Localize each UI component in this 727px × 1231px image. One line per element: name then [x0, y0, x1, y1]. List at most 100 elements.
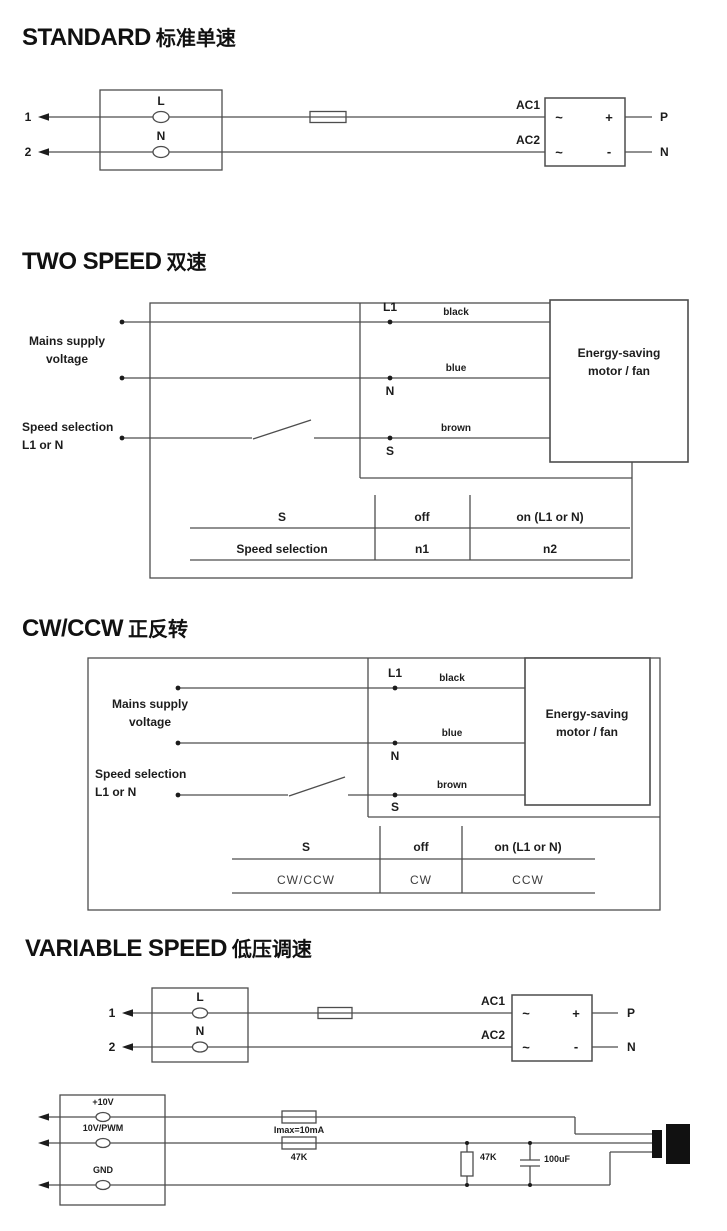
terminal-l-label: L	[196, 990, 203, 1004]
terminal-n-label: N	[391, 749, 400, 763]
sine-symbol-1: ~	[555, 110, 563, 125]
standard-heading: STANDARD 标准单速	[22, 22, 236, 52]
output-n-label: N	[660, 145, 669, 159]
line-1-label: 1	[25, 110, 32, 124]
sine-symbol-2: ~	[555, 145, 563, 160]
plus-symbol: +	[572, 1006, 580, 1021]
variable-speed-control-wiring	[38, 1094, 690, 1206]
table-cell-cwccw: CW/CCW	[277, 873, 335, 887]
table-cell-cw: CW	[410, 873, 432, 887]
terminal-gnd-ellipse	[95, 1179, 111, 1191]
two-speed-wiring	[119, 299, 689, 579]
wire-blue-label: blue	[446, 363, 467, 374]
table-header-s: S	[278, 510, 286, 524]
terminal-10v-ellipse	[95, 1111, 111, 1123]
motor-box	[549, 299, 689, 463]
fuse-symbol	[309, 110, 347, 124]
arrow-left-2	[122, 1043, 133, 1051]
motor-label-line2: motor / fan	[588, 364, 650, 378]
terminal-gnd-label: GND	[93, 1165, 114, 1175]
variable-speed-heading: VARIABLE SPEED 低压调速	[25, 933, 312, 963]
terminal-s-label: S	[386, 444, 394, 458]
terminal-l-ellipse	[152, 110, 170, 124]
wire-black-label: black	[443, 307, 469, 318]
terminal-n-label: N	[157, 129, 166, 143]
output-p-label: P	[660, 110, 668, 124]
table-cell-n2: n2	[543, 542, 557, 556]
terminal-block-box	[151, 987, 249, 1063]
motor-label-line1: Energy-saving	[546, 707, 629, 721]
variable-speed-title-en: VARIABLE SPEED	[25, 935, 227, 962]
arrow-left-1	[38, 113, 49, 121]
minus-symbol: -	[574, 1039, 578, 1054]
variable-speed-mains-wiring	[122, 987, 618, 1063]
speed-switch-blade	[288, 776, 346, 797]
arrow-left-2	[38, 148, 49, 156]
variable-speed-mains-diagram: L N 1 2 AC1 AC2 ~ + ~ - P N	[109, 987, 636, 1063]
terminal-pwm-ellipse	[95, 1137, 111, 1149]
cw-ccw-title-en: CW/CCW	[22, 615, 123, 642]
connector-body	[666, 1124, 690, 1164]
output-n-label: N	[627, 1040, 636, 1054]
minus-symbol: -	[607, 144, 611, 159]
terminal-n-label: N	[196, 1024, 205, 1038]
arrow-left-pwm	[38, 1139, 49, 1147]
mains-label-line1: Mains supply	[112, 697, 188, 711]
motor-label-line2: motor / fan	[556, 725, 618, 739]
rectifier-box	[544, 97, 626, 167]
terminal-l1-label: L1	[388, 666, 402, 680]
ac2-label: AC2	[516, 133, 540, 147]
series-resistor-label: 47K	[291, 1152, 308, 1162]
shunt-resistor-label: 47K	[480, 1152, 497, 1162]
terminal-block-box	[99, 89, 223, 171]
table-cell-n1: n1	[415, 542, 429, 556]
table-cell-ccw: CCW	[512, 873, 544, 887]
arrow-left-gnd	[38, 1181, 49, 1189]
outer-box	[87, 657, 661, 911]
mains-label-line2: voltage	[129, 715, 171, 729]
wire-brown-label: brown	[441, 423, 471, 434]
mains-label-line1: Mains supply	[29, 334, 105, 348]
table-cell-speed-selection: Speed selection	[236, 542, 327, 556]
motor-box	[524, 657, 651, 806]
speed-selection-label-line2: L1 or N	[22, 438, 63, 452]
cw-ccw-heading: CW/CCW 正反转	[22, 613, 188, 643]
terminal-l1-label: L1	[383, 300, 397, 314]
speed-switch-blade	[252, 419, 312, 440]
standard-wiring	[38, 89, 652, 171]
terminal-10v-label: +10V	[92, 1097, 113, 1107]
terminal-n-ellipse	[191, 1041, 209, 1053]
speed-selection-label-line1: Speed selection	[95, 767, 186, 781]
mains-label-line2: voltage	[46, 352, 88, 366]
line-1-label: 1	[109, 1006, 116, 1020]
sine-symbol-2: ~	[522, 1040, 530, 1055]
standard-title-zh: 标准单速	[155, 28, 236, 50]
wire-brown-label: brown	[437, 780, 467, 791]
two-speed-title-en: TWO SPEED	[22, 248, 162, 275]
plus-symbol: +	[605, 110, 613, 125]
wire-blue-label: blue	[442, 728, 463, 739]
terminal-l-label: L	[157, 94, 164, 108]
fuse-symbol	[281, 1110, 317, 1124]
two-speed-heading: TWO SPEED 双速	[22, 246, 207, 276]
variable-speed-control-diagram: +10V 10V/PWM GND Imax=10mA 47K 47K 100uF	[38, 1094, 690, 1206]
capacitor-label: 100uF	[544, 1154, 571, 1164]
terminal-pwm-label: 10V/PWM	[83, 1123, 124, 1133]
ac1-label: AC1	[481, 994, 505, 1008]
motor-label-line1: Energy-saving	[578, 346, 661, 360]
two-speed-diagram: Mains supply voltage Speed selection L1 …	[22, 299, 689, 579]
variable-speed-title-zh: 低压调速	[231, 939, 312, 961]
speed-selection-label-line2: L1 or N	[95, 785, 136, 799]
cw-ccw-diagram: Mains supply voltage Speed selection L1 …	[87, 657, 661, 911]
imax-label: Imax=10mA	[274, 1125, 325, 1135]
output-p-label: P	[627, 1006, 635, 1020]
standard-diagram: L N 1 2 AC1 AC2 ~ + ~ - P N	[25, 89, 669, 171]
sine-symbol-1: ~	[522, 1006, 530, 1021]
speed-selection-label-line1: Speed selection	[22, 420, 113, 434]
arrow-left-10v	[38, 1113, 49, 1121]
series-resistor	[281, 1136, 317, 1150]
terminal-n-label: N	[386, 384, 395, 398]
control-terminal-box	[59, 1094, 166, 1206]
cw-ccw-title-zh: 正反转	[127, 619, 188, 641]
two-speed-title-zh: 双速	[166, 252, 207, 274]
